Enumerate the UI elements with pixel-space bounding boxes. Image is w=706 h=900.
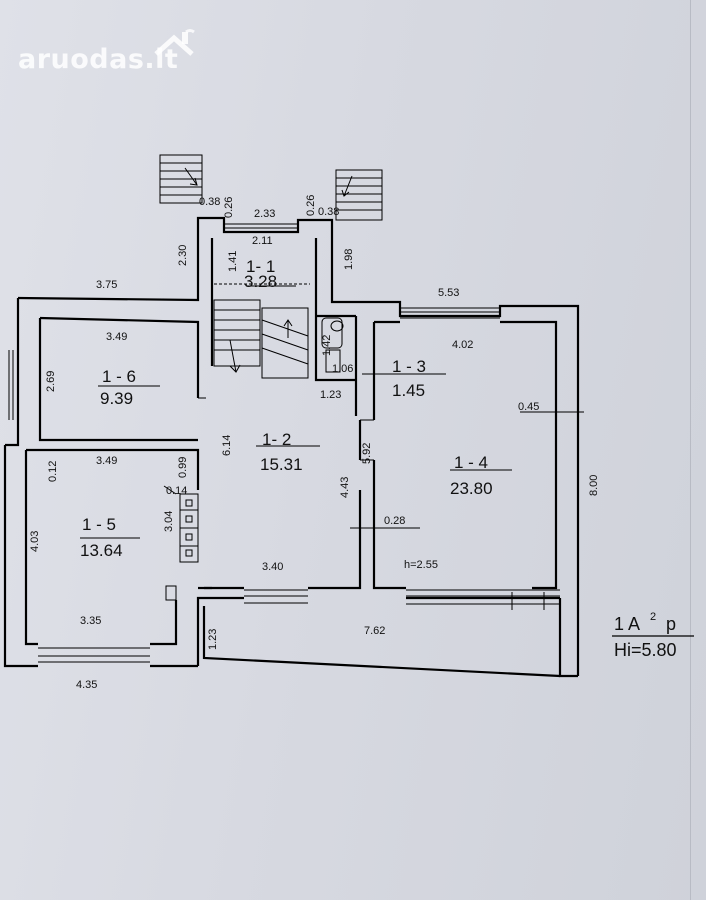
room-1-5-area: 13.64 (80, 541, 123, 560)
dim-8-00: 8.00 (588, 475, 600, 496)
dim-3-35: 3.35 (80, 615, 101, 627)
interior-stairs (213, 283, 310, 379)
dim-4-03: 4.03 (29, 531, 41, 552)
walls (3, 216, 580, 678)
dimension-labels: 0.38 0.26 2.33 0.26 0.38 2.11 2.30 1.41 … (29, 195, 600, 691)
room-1-6-area: 9.39 (100, 389, 133, 408)
dim-1-41: 1.41 (227, 251, 239, 272)
dim-2-30: 2.30 (177, 245, 189, 266)
dim-2-33: 2.33 (254, 208, 275, 220)
dim-2-11: 2.11 (252, 235, 273, 247)
watermark-house-icon (154, 29, 195, 56)
dim-2-69: 2.69 (45, 371, 57, 392)
floor-legend: 1 A 2 p Hi=5.80 (612, 611, 694, 660)
dim-0-26-left: 0.26 (223, 197, 235, 218)
dim-4-43: 4.43 (339, 477, 351, 498)
dim-0-14: 0.14 (166, 485, 187, 497)
room-1-4-area: 23.80 (450, 479, 493, 498)
legend-p: p (666, 614, 676, 634)
dim-3-75: 3.75 (96, 279, 117, 291)
legend-superscript: 2 (650, 611, 656, 623)
dim-1-42: 1.42 (321, 335, 333, 356)
dim-0-28: 0.28 (384, 515, 405, 527)
legend-line2: Hi=5.80 (614, 640, 677, 660)
room-leader-lines (80, 285, 584, 539)
dim-0-26-right: 0.26 (305, 195, 317, 216)
sheet-edge-line (690, 0, 691, 900)
windows-doors (8, 223, 560, 663)
room-1-1-area: 3.28 (244, 272, 277, 291)
dim-0-38-left: 0.38 (199, 196, 220, 208)
dim-1-23-mid: 1.23 (320, 389, 341, 401)
legend-line1: 1 A (614, 614, 640, 634)
dim-0-45: 0.45 (518, 401, 539, 413)
dim-3-40: 3.40 (262, 561, 283, 573)
dim-1-98: 1.98 (343, 249, 355, 270)
dim-0-38-right: 0.38 (318, 206, 339, 218)
room-1-1-number: 1- 1 (246, 257, 275, 276)
dim-5-53: 5.53 (438, 287, 459, 299)
dim-5-92: 5.92 (361, 443, 373, 464)
dim-0-99: 0.99 (177, 457, 189, 478)
room-1-2-number: 1- 2 (262, 430, 291, 449)
room-1-6-number: 1 - 6 (102, 367, 136, 386)
dim-1-23-bottom: 1.23 (207, 629, 219, 650)
room-1-5-number: 1 - 5 (82, 515, 116, 534)
dim-4-35: 4.35 (76, 679, 97, 691)
dim-1-06: 1.06 (332, 363, 353, 375)
wc-fixtures (321, 317, 344, 373)
dim-3-49-mid: 3.49 (96, 455, 117, 467)
dim-height: h=2.55 (404, 559, 438, 571)
dim-6-14: 6.14 (221, 435, 233, 456)
room-1-2-area: 15.31 (260, 455, 303, 474)
dim-4-02: 4.02 (452, 339, 473, 351)
dim-0-12: 0.12 (47, 461, 59, 482)
room-1-4-number: 1 - 4 (454, 453, 488, 472)
stove-symbols (163, 485, 199, 601)
room-1-3-number: 1 - 3 (392, 357, 426, 376)
room-1-3-area: 1.45 (392, 381, 425, 400)
dim-3-49-top: 3.49 (106, 331, 127, 343)
dim-7-62: 7.62 (364, 625, 385, 637)
watermark-logo: aruodas.lt (18, 44, 179, 75)
dim-3-04: 3.04 (163, 511, 175, 532)
room-labels: 1- 1 3.28 1- 2 15.31 1 - 3 1.45 1 - 4 23… (80, 257, 493, 560)
entrance-steps (159, 154, 383, 221)
